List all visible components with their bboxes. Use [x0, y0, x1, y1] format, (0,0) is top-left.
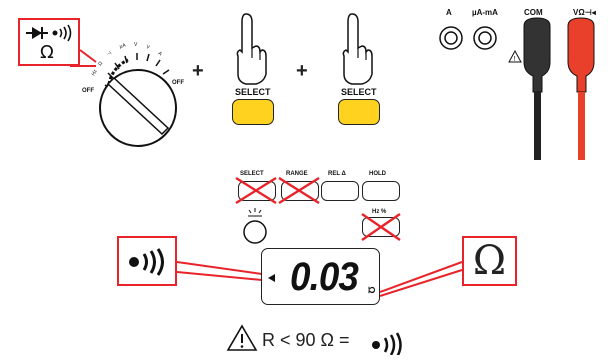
warning-icon [226, 324, 258, 351]
svg-text:V: V [134, 42, 138, 48]
svg-text:Ω: Ω [97, 60, 104, 67]
svg-text:!: ! [514, 56, 516, 63]
warning-icon: ! [508, 49, 522, 63]
hand-icon [236, 13, 267, 85]
terminal-com-label: COM [524, 8, 543, 17]
terminal-ua-ma-socket[interactable] [473, 26, 497, 50]
continuity-callout [117, 236, 177, 286]
hand-icon [342, 13, 373, 85]
plus-sign: + [192, 60, 204, 82]
svg-text:Hz: Hz [91, 68, 100, 77]
rel-button[interactable] [321, 181, 359, 201]
disabled-cross-icon [361, 213, 401, 241]
backlight-icon [248, 208, 262, 217]
plus-sign: + [296, 60, 308, 82]
terminal-a-socket[interactable] [439, 26, 463, 50]
rotary-off-right: OFF [172, 80, 184, 86]
rotary-pointer [106, 76, 170, 136]
disabled-cross-icon [235, 176, 277, 205]
terminal-a-label: A [446, 8, 452, 17]
rel-btn-label: REL Δ [328, 171, 346, 177]
continuity-indicator-icon [268, 274, 275, 282]
rotary-off-left: OFF [82, 88, 94, 94]
continuity-threshold-note: R < 90 Ω = [262, 330, 350, 350]
black-probe-lead[interactable] [523, 17, 551, 160]
lcd-display: 0.03 Ω [261, 248, 380, 305]
svg-text:A: A [157, 51, 163, 58]
rotary-switch[interactable]: Hz Ω ⊣ µA V V A OFF OFF [80, 26, 190, 156]
hz-btn-label: Hz % [372, 209, 387, 215]
backlight-button[interactable] [240, 204, 270, 246]
ohm-callout [462, 236, 517, 286]
terminal-ua-ma-label: µA-mA [472, 8, 498, 17]
select-button-step-1[interactable] [232, 99, 274, 125]
disabled-cross-icon [278, 176, 320, 205]
lcd-reading: 0.03 [290, 255, 359, 299]
select-step-2-label: SELECT [341, 87, 377, 97]
red-probe-lead[interactable] [567, 17, 595, 160]
mode-ohm-symbol: Ω [40, 42, 54, 63]
range-btn-label: RANGE [286, 171, 308, 177]
continuity-icon [129, 248, 164, 276]
select-btn-label: SELECT [240, 171, 264, 177]
rotary-mode-glyphs: Hz Ω ⊣ µA V V A [91, 42, 164, 77]
select-button-step-2[interactable] [338, 99, 380, 125]
terminals-panel: A µA-mA COM VΩ⊣◂ ! [439, 8, 597, 160]
svg-text:⊣: ⊣ [106, 50, 113, 57]
hold-btn-label: HOLD [369, 171, 386, 177]
terminal-v-label: VΩ⊣◂ [573, 8, 597, 17]
mode-box: Ω [18, 18, 80, 66]
svg-text:V: V [145, 44, 150, 51]
ohm-callout-symbol: Ω [472, 238, 507, 284]
lcd-unit: Ω [366, 286, 377, 294]
svg-text:µA: µA [119, 42, 127, 50]
select-step-1-label: SELECT [235, 87, 271, 97]
diode-continuity-icon [26, 24, 72, 42]
continuity-icon [372, 332, 402, 355]
hold-button[interactable] [362, 181, 400, 201]
